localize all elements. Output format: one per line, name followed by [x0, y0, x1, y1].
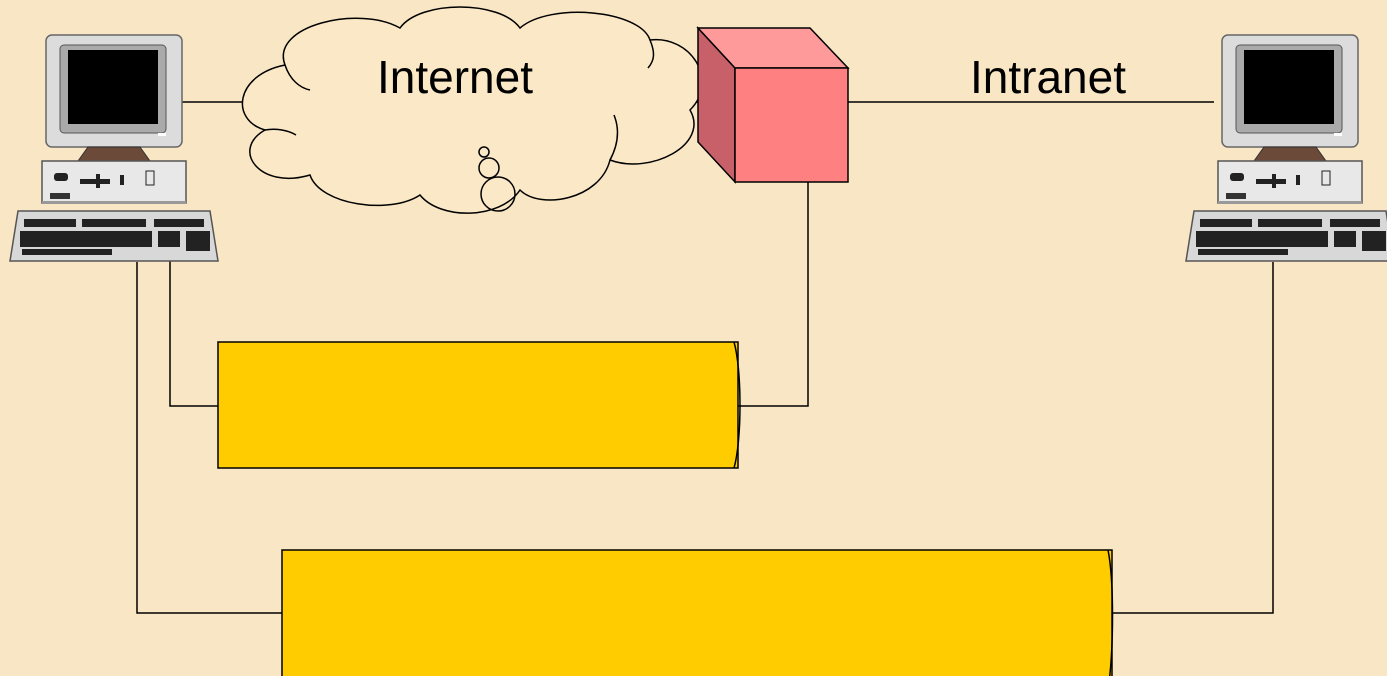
internet-cloud: Internet	[241, 6, 703, 214]
computer-right-icon	[1185, 34, 1387, 262]
firewall-box	[696, 26, 850, 184]
intranet-label: Intranet	[970, 51, 1126, 103]
tunnel-upper	[217, 341, 741, 469]
computer-left-icon	[9, 34, 219, 262]
internet-label: Internet	[377, 51, 533, 103]
tunnel-lower	[281, 549, 1114, 676]
